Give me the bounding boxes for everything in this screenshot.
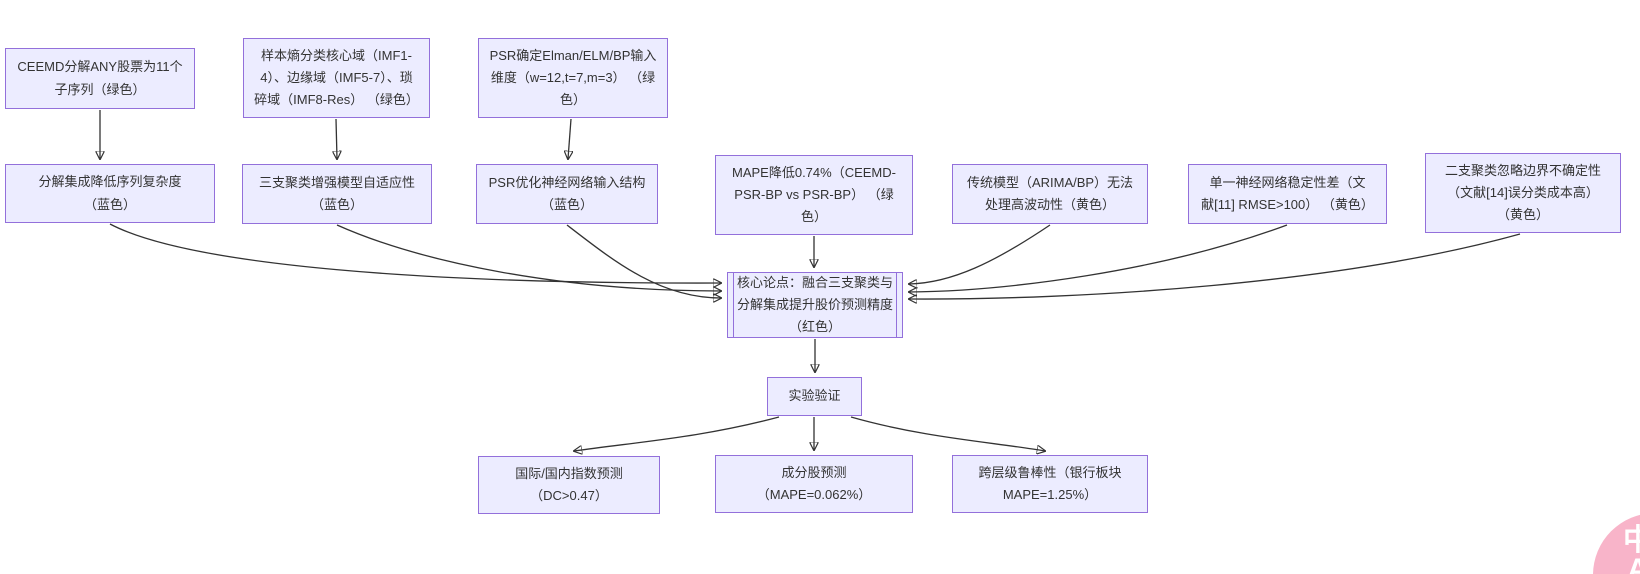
- node-sample-entropy-label: 样本熵分类核心域（IMF1- 4）、边缘域（IMF5-7）、琐 碎域（IMF8-…: [254, 47, 419, 108]
- translate-icon: 中A: [1623, 524, 1640, 574]
- node-psr-input: PSR确定Elman/ELM/BP输入 维度（w=12,t=7,m=3） （绿 …: [478, 38, 668, 118]
- arrow-psropt-to-core: [566, 224, 721, 298]
- node-three-way-clustering-label: 三支聚类增强模型自适应性 （蓝色）: [258, 174, 415, 212]
- node-ceemd-label: CEEMD分解ANY股票为11个 子序列（绿色）: [17, 59, 183, 97]
- node-component-stock-forecast: 成分股预测 （MAPE=0.062%）: [715, 455, 913, 513]
- arrow-threeway-to-core: [336, 224, 721, 291]
- node-mape-reduction: MAPE降低0.74%（CEEMD- PSR-BP vs PSR-BP） （绿 …: [715, 155, 913, 235]
- node-experiment-validation-label: 实验验证: [788, 388, 841, 404]
- node-cross-level-robustness-label: 跨层级鲁棒性（银行板块 MAPE=1.25%）: [978, 464, 1122, 502]
- node-intl-index-forecast: 国际/国内指数预测 （DC>0.47）: [478, 456, 660, 514]
- node-intl-index-forecast-label: 国际/国内指数预测 （DC>0.47）: [515, 465, 623, 503]
- arrow-experiment-to-intl: [574, 416, 780, 451]
- node-traditional-model: 传统模型（ARIMA/BP）无法 处理高波动性（黄色）: [952, 164, 1148, 224]
- arrow-twoway-to-core: [909, 233, 1521, 299]
- node-three-way-clustering: 三支聚类增强模型自适应性 （蓝色）: [242, 164, 432, 224]
- node-two-way-clustering-label: 二支聚类忽略边界不确定性 （文献[14]误分类成本高） （黄色）: [1444, 162, 1601, 223]
- node-mape-reduction-label: MAPE降低0.74%（CEEMD- PSR-BP vs PSR-BP） （绿 …: [732, 164, 896, 225]
- arrow-psrinput-to-psropt: [568, 118, 571, 159]
- arrow-experiment-to-robustness: [850, 416, 1045, 451]
- node-traditional-model-label: 传统模型（ARIMA/BP）无法 处理高波动性（黄色）: [966, 174, 1134, 212]
- node-sample-entropy: 样本熵分类核心域（IMF1- 4）、边缘域（IMF5-7）、琐 碎域（IMF8-…: [243, 38, 430, 118]
- arrow-entropy-to-threeway: [336, 118, 337, 159]
- node-core-thesis-label: 核心论点：融合三支聚类与 分解集成提升股价预测精度 （红色）: [736, 274, 893, 335]
- node-ceemd: CEEMD分解ANY股票为11个 子序列（绿色）: [5, 48, 195, 109]
- arrow-decomp-to-core: [109, 223, 721, 283]
- node-two-way-clustering: 二支聚类忽略边界不确定性 （文献[14]误分类成本高） （黄色）: [1425, 153, 1621, 233]
- node-core-thesis: 核心论点：融合三支聚类与 分解集成提升股价预测精度 （红色）: [727, 272, 903, 338]
- node-decomposition-label: 分解集成降低序列复杂度 （蓝色）: [38, 174, 182, 212]
- arrow-traditional-to-core: [909, 224, 1051, 284]
- translate-button[interactable]: 中A: [1593, 513, 1640, 574]
- node-component-stock-forecast-label: 成分股预测 （MAPE=0.062%）: [756, 464, 872, 502]
- node-single-nn-label: 单一神经网络稳定性差（文 献[11] RMSE>100） （黄色）: [1201, 174, 1374, 212]
- node-decomposition: 分解集成降低序列复杂度 （蓝色）: [5, 164, 215, 223]
- node-psr-input-label: PSR确定Elman/ELM/BP输入 维度（w=12,t=7,m=3） （绿 …: [489, 47, 657, 108]
- node-psr-optimize: PSR优化神经网络输入结构 （蓝色）: [476, 164, 658, 224]
- node-single-nn: 单一神经网络稳定性差（文 献[11] RMSE>100） （黄色）: [1188, 164, 1387, 224]
- node-psr-optimize-label: PSR优化神经网络输入结构 （蓝色）: [488, 174, 646, 212]
- arrow-singlenn-to-core: [909, 224, 1288, 292]
- node-cross-level-robustness: 跨层级鲁棒性（银行板块 MAPE=1.25%）: [952, 455, 1148, 513]
- node-experiment-validation: 实验验证: [767, 377, 862, 416]
